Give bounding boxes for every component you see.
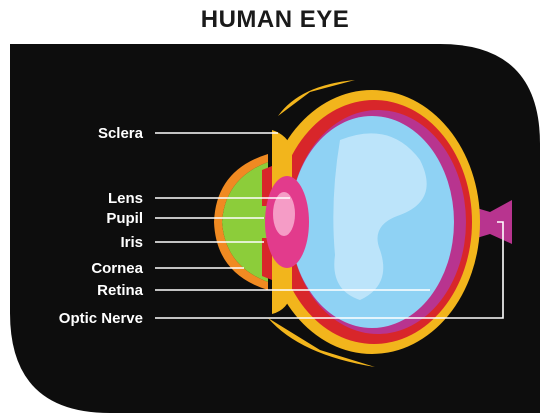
label-iris: Iris bbox=[120, 234, 143, 251]
aqueous-humour-shape bbox=[222, 162, 268, 282]
lens-highlight bbox=[273, 192, 295, 236]
label-lens: Lens bbox=[108, 190, 143, 207]
leader-optic-nerve bbox=[155, 221, 504, 319]
vitreous-highlight bbox=[333, 133, 427, 300]
label-retina: Retina bbox=[97, 282, 144, 299]
cornea-shape bbox=[214, 154, 268, 290]
label-cornea: Cornea bbox=[91, 260, 143, 277]
label-pupil: Pupil bbox=[106, 210, 143, 227]
diagram-title: HUMAN EYE bbox=[200, 6, 350, 33]
label-sclera: Sclera bbox=[98, 125, 144, 142]
label-optic-nerve: Optic Nerve bbox=[59, 310, 143, 327]
